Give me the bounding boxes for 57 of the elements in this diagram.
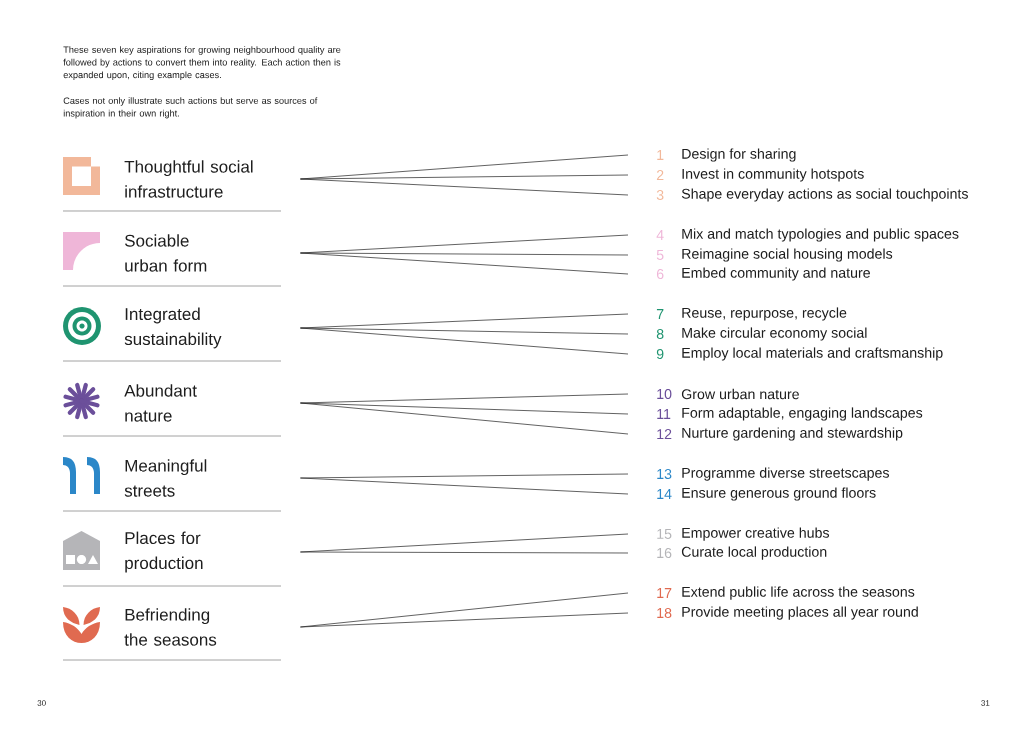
- action-item: Grow urban nature: [681, 388, 799, 400]
- action-item: Curate local production: [681, 546, 827, 560]
- action-item: Invest in community hotspots: [682, 168, 864, 182]
- aspiration-card: Thoughtful social infrastructure: [62, 160, 282, 212]
- connector-line: [300, 178, 629, 196]
- item-number: 6: [656, 269, 664, 280]
- connector-line: [300, 551, 629, 554]
- action-item: Reimagine social housing models: [682, 248, 893, 262]
- item-number: 5: [656, 250, 664, 260]
- aspiration-card: Integrated sustainability: [62, 307, 282, 362]
- page-number: 31: [981, 700, 990, 706]
- item-number: 13: [657, 469, 672, 480]
- aspiration-card: Sociable urban form: [62, 234, 282, 287]
- item-number: 3: [656, 190, 664, 201]
- aspiration-card: Abundant nature: [62, 384, 282, 437]
- aspiration-card: Befriending the seasons: [62, 608, 282, 661]
- aspiration-card: Meaningful streets: [62, 459, 282, 512]
- item-number: 10: [657, 389, 672, 400]
- item-number: 14: [657, 489, 672, 499]
- action-item: Reuse, repurpose, recycle: [682, 307, 847, 321]
- action-item: Form adaptable, engaging landscapes: [682, 407, 923, 421]
- action-item: Ensure generous ground floors: [682, 487, 876, 501]
- item-number: 11: [657, 409, 671, 419]
- action-item: Design for sharing: [682, 148, 796, 162]
- item-number: 8: [656, 329, 664, 340]
- item-number: 2: [656, 170, 664, 180]
- intro-text: These seven key aspirations for growing neighbourhood quality are followed by actions to convert them into reality. Each action then is expanded upon, citing example cases.: [63, 46, 341, 80]
- action-item: Mix and match typologies and public spaces: [682, 228, 959, 242]
- intro-text: Cases not only illustrate such actions but serve as sources of inspiration in their own right.: [63, 97, 318, 119]
- item-number: 15: [657, 529, 672, 539]
- item-number: 16: [657, 548, 672, 559]
- connector-line: [300, 612, 629, 628]
- action-item: Employ local materials and craftsmanship: [682, 347, 943, 361]
- action-item: Shape everyday actions as social touchpoints: [681, 188, 968, 202]
- action-item: Programme diverse streetscapes: [682, 467, 889, 481]
- item-number: 4: [656, 230, 664, 240]
- item-number: 1: [657, 150, 664, 160]
- item-number: 9: [656, 349, 664, 360]
- aspiration-card: Places for production: [62, 531, 282, 587]
- connector-line: [300, 477, 629, 495]
- action-item: Embed community and nature: [682, 267, 870, 281]
- item-number: 12: [657, 429, 672, 439]
- action-item: Extend public life across the seasons: [682, 586, 915, 600]
- action-item: Empower creative hubs: [682, 527, 830, 541]
- connector-line: [300, 327, 629, 355]
- action-item: Provide meeting places all year round: [682, 606, 918, 620]
- connector-line: [300, 252, 629, 256]
- connector-line: [300, 252, 629, 275]
- item-number: 7: [656, 309, 664, 319]
- item-number: 17: [657, 588, 672, 598]
- page-number: 30: [37, 700, 46, 706]
- connector-line: [300, 402, 629, 435]
- action-item: Nurture gardening and stewardship: [682, 427, 903, 441]
- connector-line: [300, 402, 629, 415]
- item-number: 18: [657, 608, 672, 619]
- action-item: Make circular economy social: [682, 327, 867, 341]
- connector-line: [300, 327, 629, 335]
